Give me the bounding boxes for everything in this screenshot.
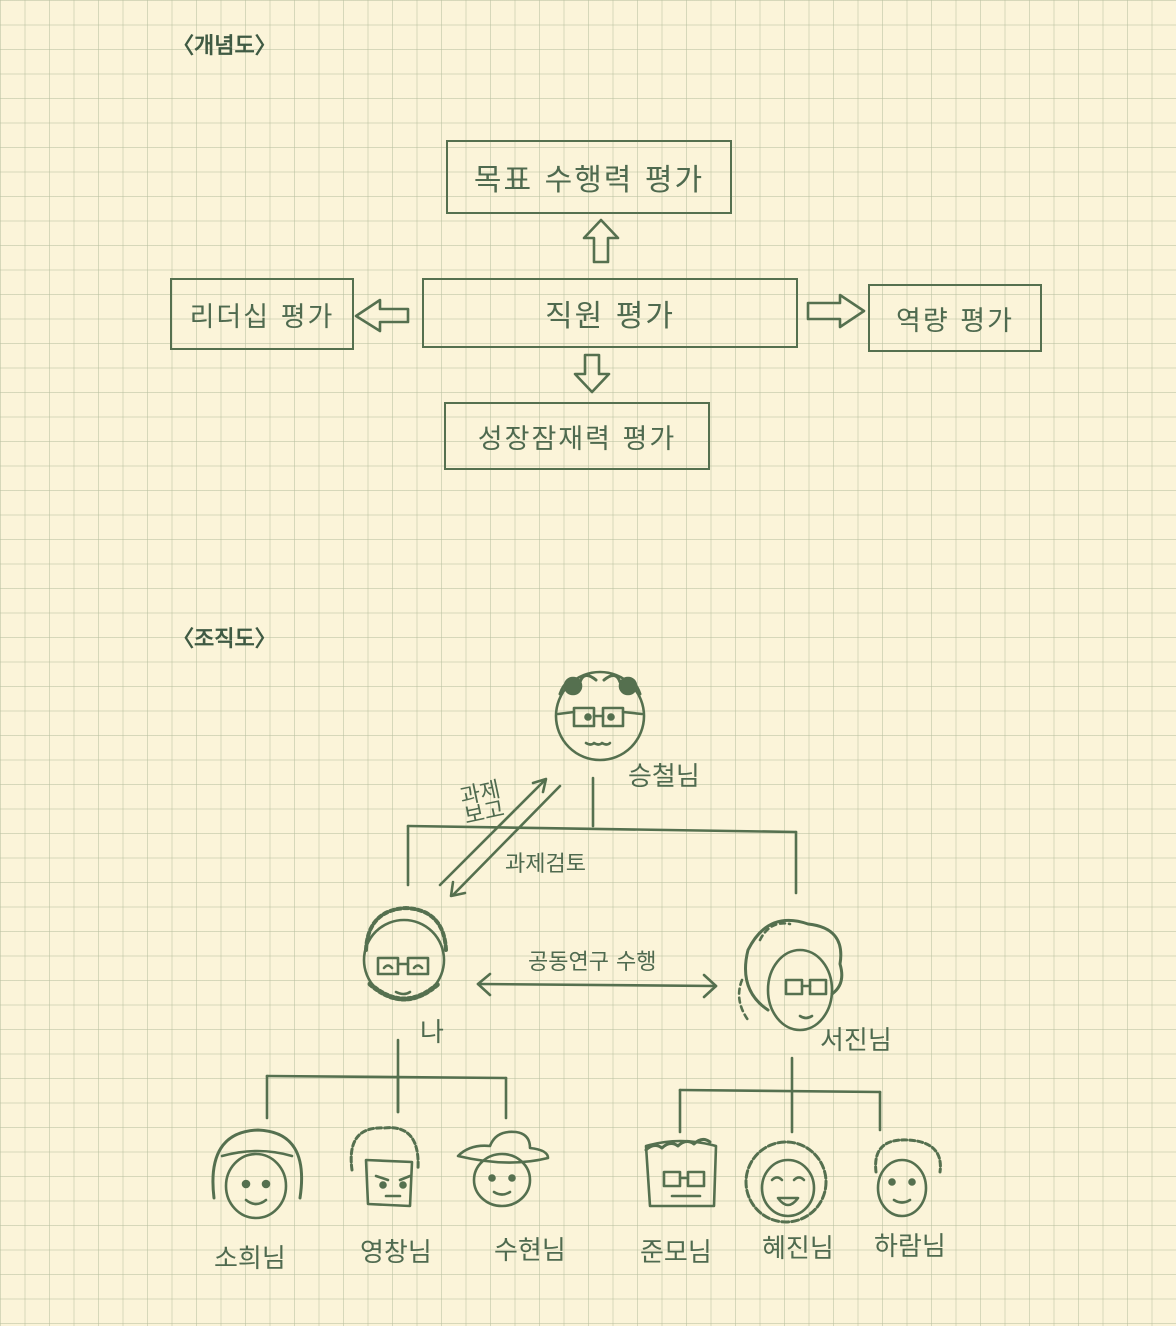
peer-avatar-icon: [739, 920, 842, 1030]
review-label: 과제검토: [505, 846, 586, 878]
haram-avatar-icon: [876, 1140, 941, 1216]
junmo-avatar-icon: [646, 1139, 716, 1206]
me-avatar-icon: [364, 908, 446, 1000]
arrow-right-icon: [808, 295, 864, 327]
hyejin-avatar-icon: [746, 1142, 826, 1222]
team-member-label: 혜진님: [762, 1228, 834, 1265]
head-name-label: 승철님: [628, 756, 700, 793]
me-name-label: 나: [420, 1012, 444, 1049]
arrow-up-icon: [584, 220, 618, 262]
org-line-me-team: [267, 1076, 506, 1078]
org-line-peer-team: [680, 1090, 880, 1092]
team-member-label: 하람님: [874, 1226, 946, 1263]
team-member-label: 수현님: [494, 1230, 566, 1267]
team-member-label: 영창님: [360, 1232, 432, 1269]
team-member-label: 준모님: [640, 1232, 712, 1269]
youngchang-avatar-icon: [351, 1128, 418, 1206]
arrow-left-icon: [356, 300, 408, 331]
collab-arrow: [478, 984, 716, 986]
collab-label: 공동연구 수행: [528, 944, 656, 976]
arrow-down-icon: [575, 355, 609, 392]
head-avatar-icon: [556, 672, 644, 760]
team-member-label: 소희님: [214, 1238, 286, 1275]
peer-name-label: 서진님: [820, 1020, 892, 1057]
sohee-avatar-icon: [213, 1130, 302, 1218]
suhyun-avatar-icon: [458, 1132, 548, 1206]
